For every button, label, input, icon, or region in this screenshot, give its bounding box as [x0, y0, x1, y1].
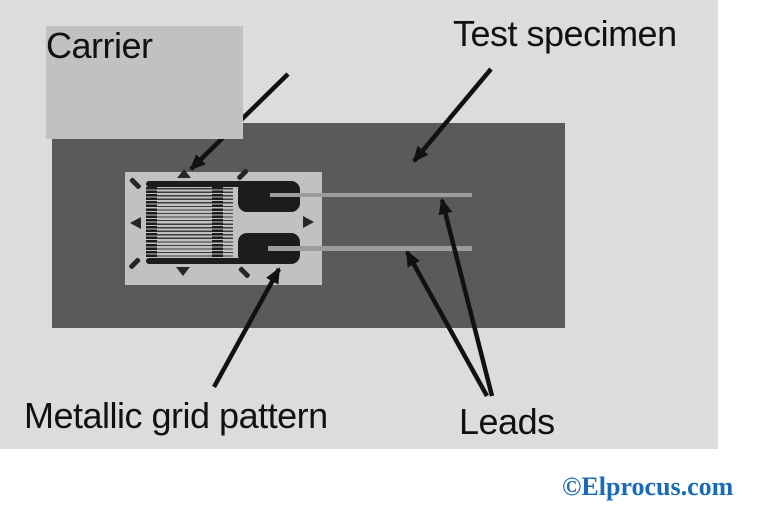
elprocus-watermark: ©Elprocus.com: [562, 472, 734, 501]
alignment-triangle-left: [130, 217, 141, 229]
alignment-triangle-top: [177, 169, 191, 178]
grid-bottom-bar: [146, 258, 246, 264]
carrier-label: Carrier: [46, 26, 243, 139]
lead-wire-bottom: [268, 246, 472, 251]
alignment-triangle-right: [303, 216, 314, 228]
grid-turnaround-right: [212, 187, 223, 258]
grid-turnaround-left: [146, 187, 157, 258]
grid-top-bar: [146, 181, 246, 187]
leads-label: Leads: [459, 401, 555, 442]
alignment-triangle-bottom: [176, 267, 190, 276]
test-specimen-label: Test specimen: [453, 13, 677, 54]
metallic-grid-pattern-label: Metallic grid pattern: [24, 395, 328, 436]
lead-wire-top: [270, 192, 472, 197]
